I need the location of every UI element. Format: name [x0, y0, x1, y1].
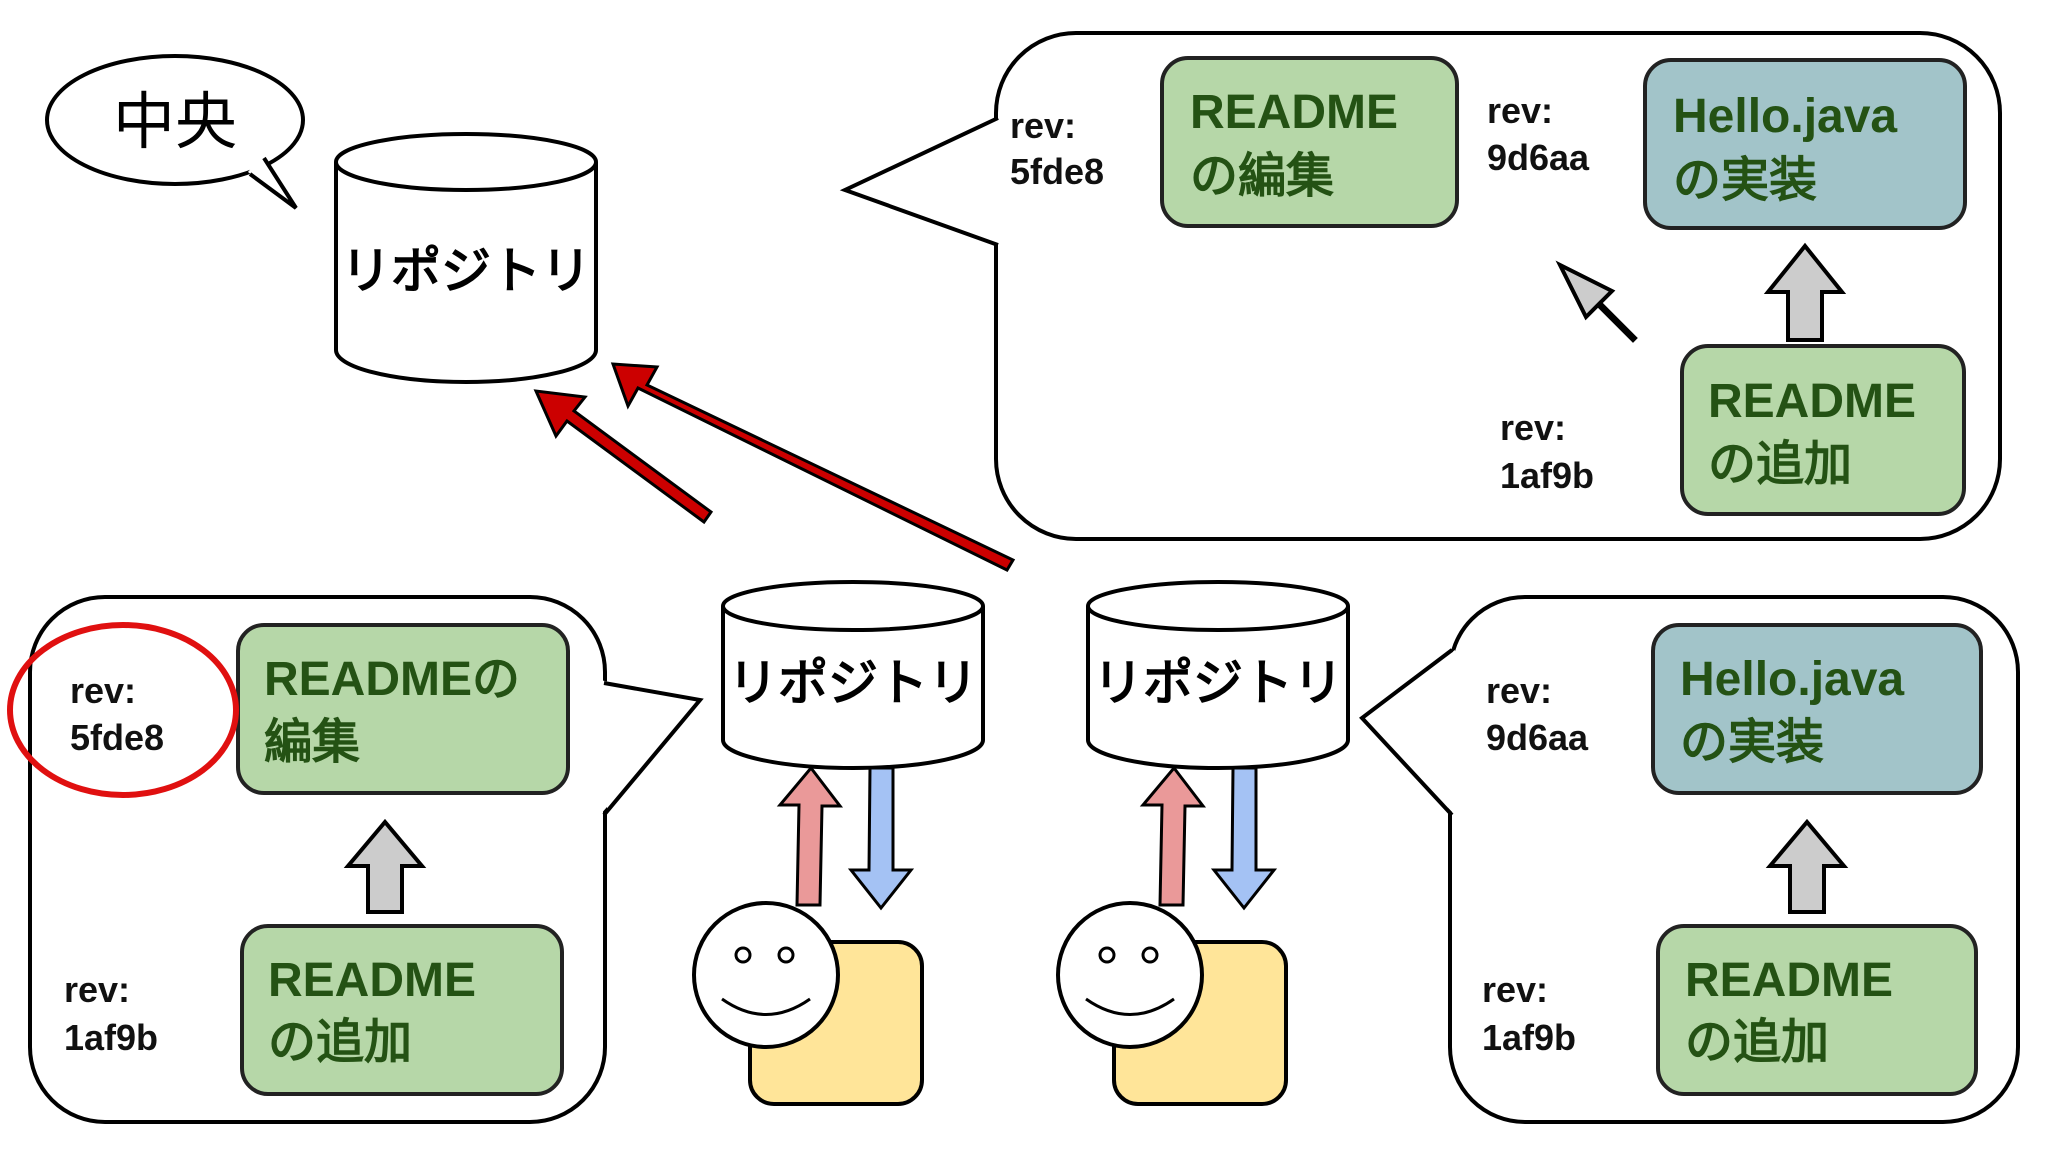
- rev-prefix: rev:: [1486, 670, 1552, 711]
- commit-title: README: [1190, 86, 1398, 139]
- local-repository-right-label: リポジトリ: [1093, 655, 1343, 711]
- commit-title: READMEの: [264, 653, 520, 706]
- rev-hash: 5fde8: [1010, 151, 1104, 192]
- local-repository-right: リポジトリ: [1086, 580, 1350, 770]
- rev-hash: 9d6aa: [1487, 137, 1590, 178]
- commit-subtitle: の編集: [1190, 150, 1334, 203]
- commit-hello-java-top: Hello.java の実装: [1643, 58, 1967, 230]
- parent-arrow-up-left: [343, 818, 427, 914]
- push-arrow-right: [610, 362, 1016, 572]
- rev-label-1af9b-top: rev: 1af9b: [1500, 407, 1594, 496]
- rev-label-1af9b-right: rev: 1af9b: [1482, 969, 1576, 1058]
- commit-readme-edit-top: README の編集: [1160, 56, 1459, 228]
- commit-readme-add-top: README の追加: [1680, 344, 1966, 516]
- rev-label-5fde8-top: rev: 5fde8: [1010, 105, 1104, 192]
- local-repository-left: リポジトリ: [721, 580, 985, 770]
- rev-label-9d6aa-right: rev: 9d6aa: [1486, 670, 1589, 758]
- push-arrow-left: [533, 389, 714, 525]
- commit-title: README: [268, 954, 476, 1007]
- rev-prefix: rev:: [1482, 969, 1548, 1010]
- rev-prefix: rev:: [1487, 90, 1553, 131]
- commit-hello-java-right: Hello.java の実装: [1651, 623, 1983, 795]
- parent-arrow-diagonal-top: [1555, 260, 1638, 343]
- commit-title: Hello.java: [1680, 653, 1904, 706]
- commit-title: Hello.java: [1673, 90, 1897, 143]
- rev-hash: 5fde8: [70, 717, 164, 758]
- commit-subtitle: の追加: [1708, 438, 1852, 491]
- rev-label-1af9b-left: rev: 1af9b: [64, 969, 158, 1058]
- highlight-circle: [7, 622, 239, 798]
- commit-title: README: [1685, 954, 1893, 1007]
- commit-subtitle: の追加: [268, 1016, 412, 1069]
- rev-prefix: rev:: [70, 670, 136, 711]
- commit-title: README: [1708, 375, 1916, 428]
- rev-hash: 9d6aa: [1486, 717, 1589, 758]
- central-repository: リポジトリ: [334, 132, 598, 384]
- rev-label-9d6aa-top: rev: 9d6aa: [1487, 90, 1590, 178]
- central-speech-bubble: 中央: [45, 54, 305, 210]
- user-right: [1056, 901, 1288, 1106]
- smiley-face-icon: [1056, 901, 1204, 1049]
- commit-readme-add-right: README の追加: [1656, 924, 1978, 1096]
- smiley-face-icon: [692, 901, 840, 1049]
- push-up-arrow-right: [1139, 765, 1207, 907]
- push-up-arrow-left: [776, 765, 844, 907]
- pull-down-arrow-left: [847, 766, 915, 911]
- commit-subtitle: の実装: [1673, 154, 1817, 207]
- central-label: 中央: [113, 85, 237, 158]
- rev-prefix: rev:: [1500, 407, 1566, 448]
- rev-prefix: rev:: [1010, 105, 1076, 146]
- commit-readme-add-left: README の追加: [240, 924, 564, 1096]
- parent-arrow-up-top: [1763, 242, 1847, 342]
- central-repository-label: リポジトリ: [341, 243, 591, 299]
- rev-hash: 1af9b: [1500, 455, 1594, 496]
- commit-subtitle: の実装: [1680, 716, 1824, 769]
- local-repository-left-label: リポジトリ: [728, 655, 978, 711]
- rev-prefix: rev:: [64, 969, 130, 1010]
- rev-hash: 1af9b: [64, 1017, 158, 1058]
- rev-hash: 1af9b: [1482, 1017, 1576, 1058]
- commit-readme-edit-left: READMEの 編集: [236, 623, 570, 795]
- commit-subtitle: 編集: [264, 716, 360, 769]
- commit-subtitle: の追加: [1685, 1016, 1829, 1069]
- parent-arrow-up-right: [1765, 818, 1849, 914]
- rev-label-5fde8-left: rev: 5fde8: [70, 670, 164, 758]
- user-left: [692, 901, 924, 1106]
- pull-down-arrow-right: [1210, 766, 1278, 911]
